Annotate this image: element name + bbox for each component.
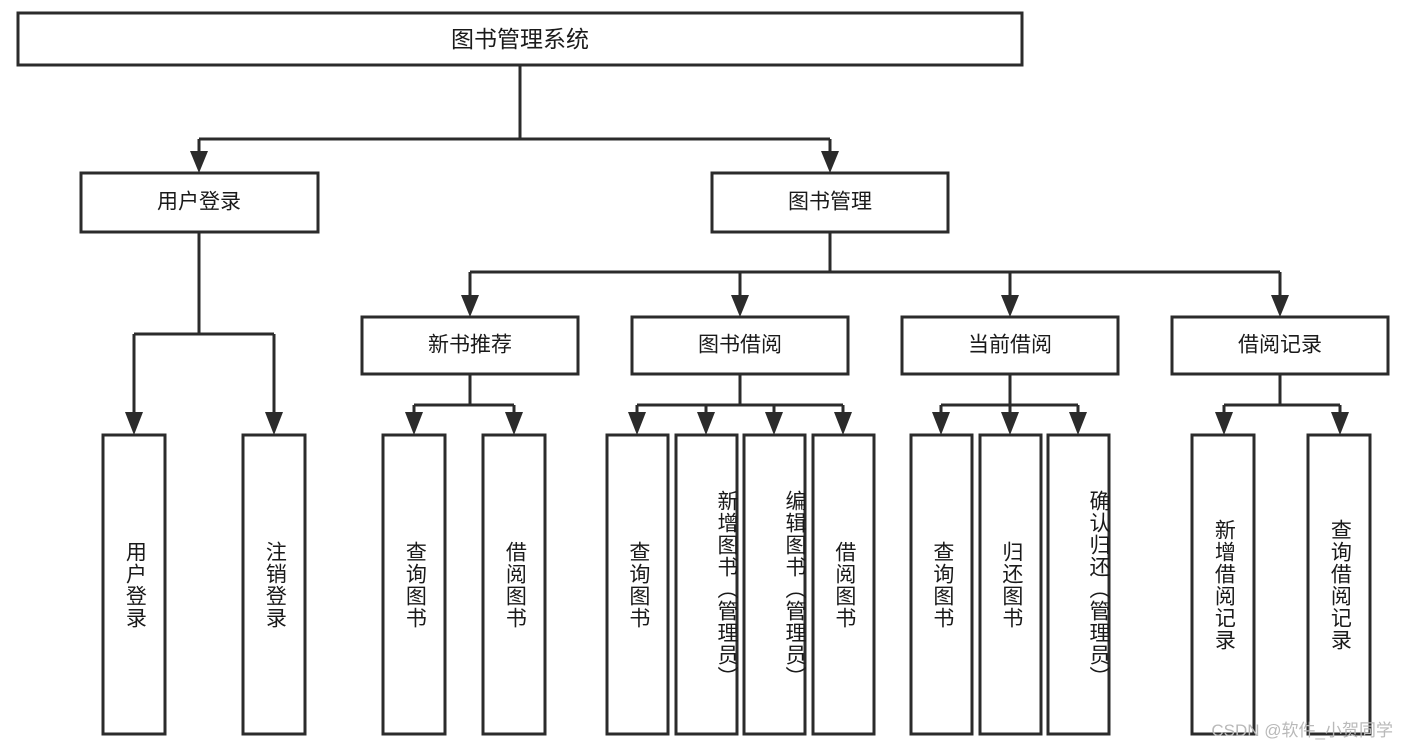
leaf-box-add-book-admin[interactable] — [674, 433, 739, 736]
arrow-head-icon — [405, 412, 423, 435]
leaf-box-query-record[interactable] — [1306, 433, 1372, 736]
leaf-box-query-book-2[interactable] — [605, 433, 670, 736]
node-book-management-label: 图书管理 — [788, 191, 872, 214]
arrow-head-icon — [461, 295, 479, 317]
node-root[interactable]: 图书管理系统 — [16, 11, 1024, 67]
leaf-box-user-login[interactable] — [101, 433, 167, 736]
arrow-head-icon — [265, 412, 283, 435]
arrow-head-icon — [731, 295, 749, 317]
arrow-head-icon — [1331, 412, 1349, 435]
node-user-login[interactable]: 用户登录 — [79, 171, 320, 234]
leaf-boxes-layer — [101, 433, 1372, 736]
arrow-head-icon — [932, 412, 950, 435]
node-book-borrow-label: 图书借阅 — [698, 334, 782, 357]
arrow-head-icon — [125, 412, 143, 435]
node-user-login-box[interactable] — [79, 171, 320, 234]
node-book-borrow[interactable]: 图书借阅 — [630, 315, 850, 376]
arrow-head-icon — [697, 412, 715, 435]
leaf-box-logout[interactable] — [241, 433, 307, 736]
node-borrow-record-label: 借阅记录 — [1238, 334, 1322, 357]
node-borrow-record-box[interactable] — [1170, 315, 1390, 376]
node-book-management[interactable]: 图书管理 — [710, 171, 950, 234]
node-current-borrow[interactable]: 当前借阅 — [900, 315, 1120, 376]
arrow-head-icon — [505, 412, 523, 435]
connectors-layer — [125, 65, 1349, 435]
leaf-box-edit-book-admin[interactable] — [742, 433, 807, 736]
node-root-label: 图书管理系统 — [451, 26, 589, 52]
node-new-book-recommend-box[interactable] — [360, 315, 580, 376]
arrow-head-icon — [1001, 295, 1019, 317]
arrow-head-icon — [1215, 412, 1233, 435]
node-current-borrow-label: 当前借阅 — [968, 334, 1052, 357]
leaf-box-query-book-1[interactable] — [381, 433, 447, 736]
arrow-head-icon — [1069, 412, 1087, 435]
node-current-borrow-box[interactable] — [900, 315, 1120, 376]
leaf-box-borrow-book-1[interactable] — [481, 433, 547, 736]
arrow-head-icon — [821, 151, 839, 173]
arrow-head-icon — [628, 412, 646, 435]
leaf-box-add-record[interactable] — [1190, 433, 1256, 736]
arrow-head-icon — [1271, 295, 1289, 317]
node-new-book-recommend-label: 新书推荐 — [428, 334, 512, 357]
node-root-box[interactable] — [16, 11, 1024, 67]
arrow-head-icon — [190, 151, 208, 173]
arrow-head-icon — [834, 412, 852, 435]
node-user-login-label: 用户登录 — [157, 191, 241, 214]
leaf-box-confirm-return[interactable] — [1046, 433, 1111, 736]
node-borrow-record[interactable]: 借阅记录 — [1170, 315, 1390, 376]
arrow-head-icon — [765, 412, 783, 435]
node-book-borrow-box[interactable] — [630, 315, 850, 376]
leaf-box-return-book[interactable] — [978, 433, 1043, 736]
node-book-management-box[interactable] — [710, 171, 950, 234]
arrow-head-icon — [1001, 412, 1019, 435]
node-new-book-recommend[interactable]: 新书推荐 — [360, 315, 580, 376]
leaf-box-borrow-book-2[interactable] — [811, 433, 876, 736]
leaf-box-query-book-3[interactable] — [909, 433, 974, 736]
